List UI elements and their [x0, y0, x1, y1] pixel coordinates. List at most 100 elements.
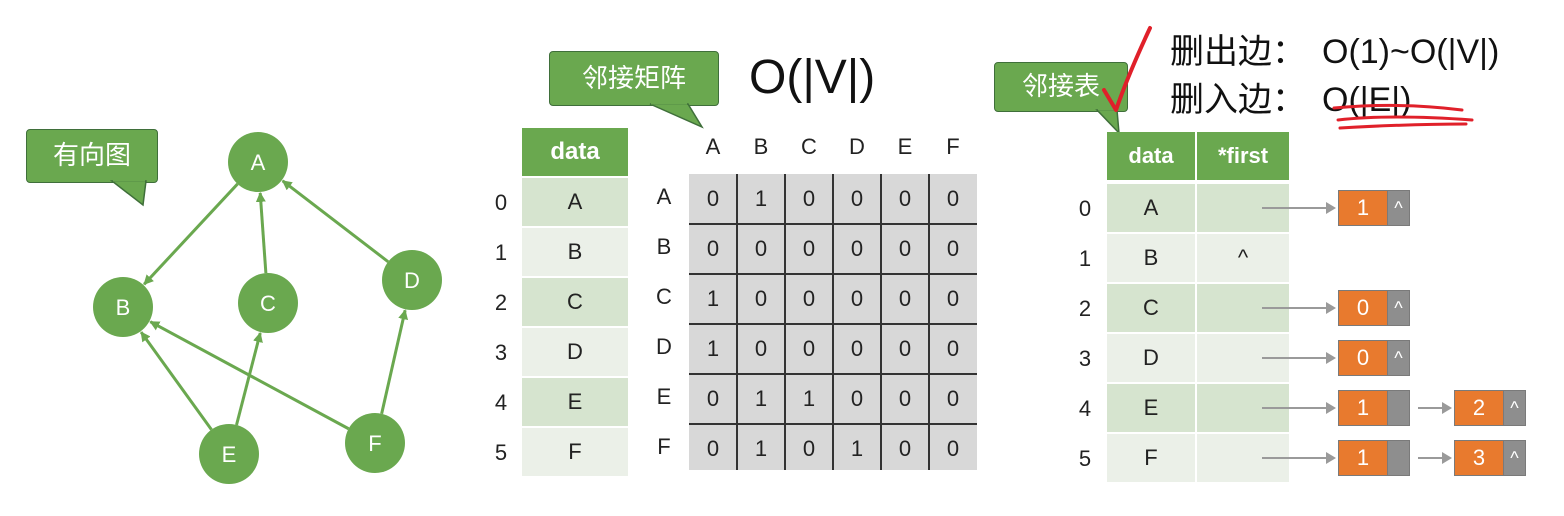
edge-node-value: 1 [1338, 390, 1388, 426]
adj-list-arrow-line [1418, 457, 1444, 459]
adj-list-arrow-line [1262, 357, 1328, 359]
matrix-cell: 0 [802, 286, 816, 311]
note-delete-out-value: O(1)~O(|V|) [1322, 33, 1500, 71]
matrix-complexity: O(|V|) [749, 51, 876, 104]
adj-list-index: 0 [1078, 196, 1092, 221]
adj-list-data-cell: E [1107, 384, 1195, 432]
adj-list-data-cell: A [1107, 184, 1195, 232]
graph-edge-F-D [380, 309, 409, 415]
adj-list-index: 5 [1078, 446, 1092, 471]
matrix-cell: 0 [898, 286, 912, 311]
vertex-table-index: 3 [494, 340, 508, 365]
matrix-row-label: E [656, 384, 672, 409]
matrix-cell: 1 [754, 186, 768, 211]
matrix-cell: 0 [706, 436, 720, 461]
matrix-cell: 1 [706, 336, 720, 361]
note-delete-in: 删入边：O(|E|) [1170, 72, 1411, 121]
edge-node-next: ^ [1388, 340, 1410, 376]
matrix-cell: 0 [946, 436, 960, 461]
matrix-cell: 0 [802, 236, 816, 261]
note-delete-out-label: 删出边： [1170, 33, 1306, 71]
edge-node-value: 0 [1338, 340, 1388, 376]
graph-edge-C-A [255, 191, 268, 274]
callout-tail [110, 180, 147, 207]
graph-node-A [228, 132, 288, 192]
matrix-hline [689, 323, 977, 325]
vertex-table-index: 0 [494, 190, 508, 215]
graph-node-label: D [404, 268, 420, 293]
vertex-table-cell: B [522, 228, 628, 276]
graph-node-label: A [251, 150, 266, 175]
vertex-table-header: data [522, 128, 628, 176]
callout-adjacency-matrix-label: 邻接矩阵 [581, 63, 686, 94]
edge-node-value: 2 [1454, 390, 1504, 426]
matrix-cell: 0 [946, 286, 960, 311]
edge-node-value: 3 [1454, 440, 1504, 476]
matrix-hline [689, 223, 977, 225]
underline-mark [1332, 103, 1474, 130]
adj-list-index: 2 [1078, 296, 1092, 321]
callout-adjacency-matrix: 邻接矩阵 [549, 51, 719, 106]
matrix-cell: 0 [802, 336, 816, 361]
adj-list-arrow-line [1262, 207, 1328, 209]
adj-list-data-cell: F [1107, 434, 1195, 482]
graph-edge-F-B [149, 320, 350, 431]
matrix-hline [689, 373, 977, 375]
vertex-table-index: 4 [494, 390, 508, 415]
graph-edge-A-B [143, 182, 239, 286]
arrow-head-icon [1326, 302, 1336, 314]
matrix-col-label: C [801, 134, 817, 159]
graph-node-E [199, 424, 259, 484]
matrix-cell: 1 [706, 286, 720, 311]
graph-node-F [345, 413, 405, 473]
callout-tail [1095, 109, 1120, 135]
matrix-cell: 0 [706, 186, 720, 211]
edge-node-next [1388, 440, 1410, 476]
matrix-vline [880, 174, 882, 470]
adj-list-header-data: data [1107, 132, 1195, 180]
adj-list-data-cell: B [1107, 234, 1195, 282]
note-delete-out: 删出边： O(1)~O(|V|) [1170, 24, 1499, 73]
matrix-col-label: A [705, 134, 721, 159]
adj-list-header-first: *first [1197, 132, 1289, 180]
adj-list-data-cell: C [1107, 284, 1195, 332]
matrix-cell: 0 [898, 236, 912, 261]
graph-edge-D-A [281, 179, 390, 263]
edge-node-next: ^ [1504, 390, 1526, 426]
adj-list-arrow-line [1262, 457, 1328, 459]
matrix-cell: 0 [706, 386, 720, 411]
matrix-cell: 0 [754, 236, 768, 261]
vertex-table-cell: F [522, 428, 628, 476]
graph-node-D [382, 250, 442, 310]
note-delete-in-value: O(|E|) [1322, 81, 1412, 119]
adj-list-index: 3 [1078, 346, 1092, 371]
arrow-head-icon [1326, 452, 1336, 464]
vertex-table-cell: D [522, 328, 628, 376]
matrix-col-label: F [946, 134, 960, 159]
matrix-cell: 1 [802, 386, 816, 411]
matrix-cell: 0 [706, 236, 720, 261]
vertex-table-index: 2 [494, 290, 508, 315]
edge-node-next [1388, 390, 1410, 426]
matrix-row-label: A [656, 184, 672, 209]
arrow-head-icon [1326, 402, 1336, 414]
matrix-cell: 0 [898, 436, 912, 461]
edge-node-next: ^ [1504, 440, 1526, 476]
matrix-cell: 0 [850, 236, 864, 261]
matrix-cell: 0 [946, 236, 960, 261]
matrix-cell: 0 [898, 186, 912, 211]
matrix-row-label: B [656, 234, 672, 259]
graph-edge-E-B [139, 331, 213, 431]
graph-node-label: B [116, 295, 131, 320]
matrix-cell: 0 [802, 436, 816, 461]
graph-node-C [238, 273, 298, 333]
adj-list-arrow-line [1418, 407, 1444, 409]
graph-node-label: F [368, 431, 381, 456]
matrix-vline [736, 174, 738, 470]
arrow-head-icon [1326, 202, 1336, 214]
edge-node-next: ^ [1388, 290, 1410, 326]
edge-node-value: 0 [1338, 290, 1388, 326]
matrix-cell: 0 [850, 336, 864, 361]
matrix-cell: 0 [898, 386, 912, 411]
